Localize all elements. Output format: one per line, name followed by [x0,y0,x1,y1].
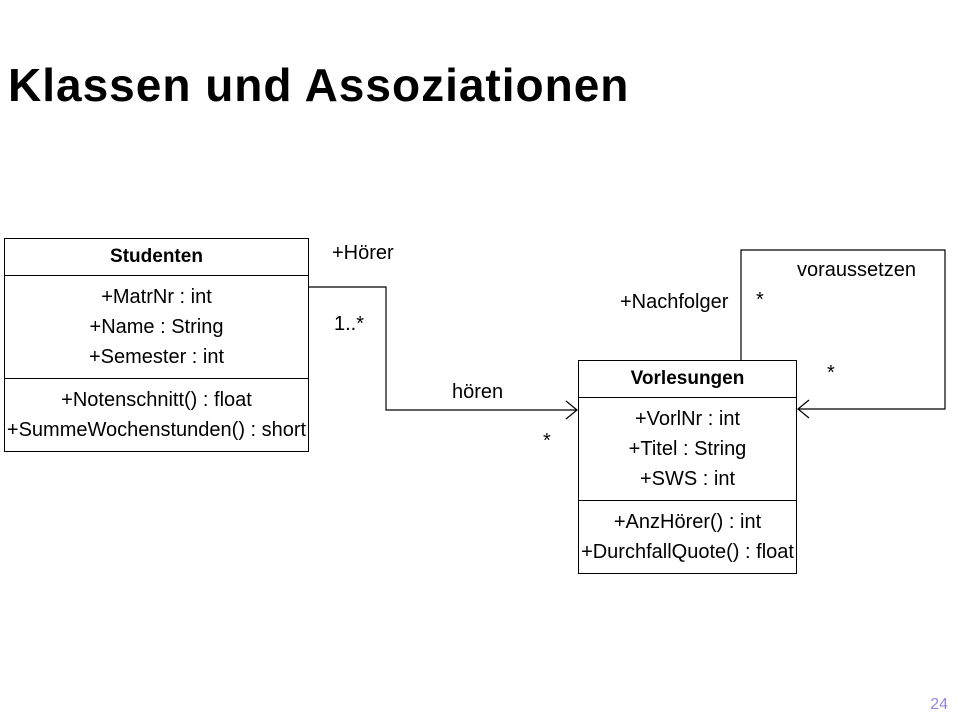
class-vorlesungen[interactable]: Vorlesungen +VorlNr : int +Titel : Strin… [578,360,797,574]
attribute-row: +VorlNr : int [634,408,741,430]
page-number: 24 [930,696,948,713]
attribute-row: +Name : String [89,316,224,338]
page-title: Klassen und Assoziationen [8,59,630,111]
attribute-row: +SWS : int [639,468,736,490]
class-name: Studenten [5,239,308,276]
class-name: Vorlesungen [579,361,796,398]
multiplicity-label: * [827,362,835,384]
voraussetzen-arrowhead [797,399,810,419]
attributes-compartment: +MatrNr : int +Name : String +Semester :… [5,276,308,379]
operation-row: +Notenschnitt() : float [61,389,252,411]
role-label-nachfolger: +Nachfolger [620,291,729,313]
association-name-voraussetzen: voraussetzen [797,259,916,281]
role-label-hoerer: +Hörer [332,242,394,264]
attribute-row: +MatrNr : int [101,286,212,308]
operation-row: +DurchfallQuote() : float [581,541,794,563]
hoeren-arrowhead [565,400,578,420]
attributes-compartment: +VorlNr : int +Titel : String +SWS : int [579,398,796,501]
operations-compartment: +AnzHörer() : int +DurchfallQuote() : fl… [579,501,796,573]
operation-row: +SummeWochenstunden() : short [6,419,307,441]
attribute-row: +Titel : String [628,438,747,460]
voraussetzen-association-line [740,249,946,410]
multiplicity-label: 1..* [334,313,365,335]
attribute-row: +Semester : int [88,346,225,368]
hoeren-association-line [309,286,576,411]
association-name-hoeren: hören [452,381,504,403]
operation-row: +AnzHörer() : int [613,511,762,533]
multiplicity-label: * [756,289,764,311]
operations-compartment: +Notenschnitt() : float +SummeWochenstun… [5,379,308,451]
multiplicity-label: * [543,430,551,452]
class-studenten[interactable]: Studenten +MatrNr : int +Name : String +… [4,238,309,452]
